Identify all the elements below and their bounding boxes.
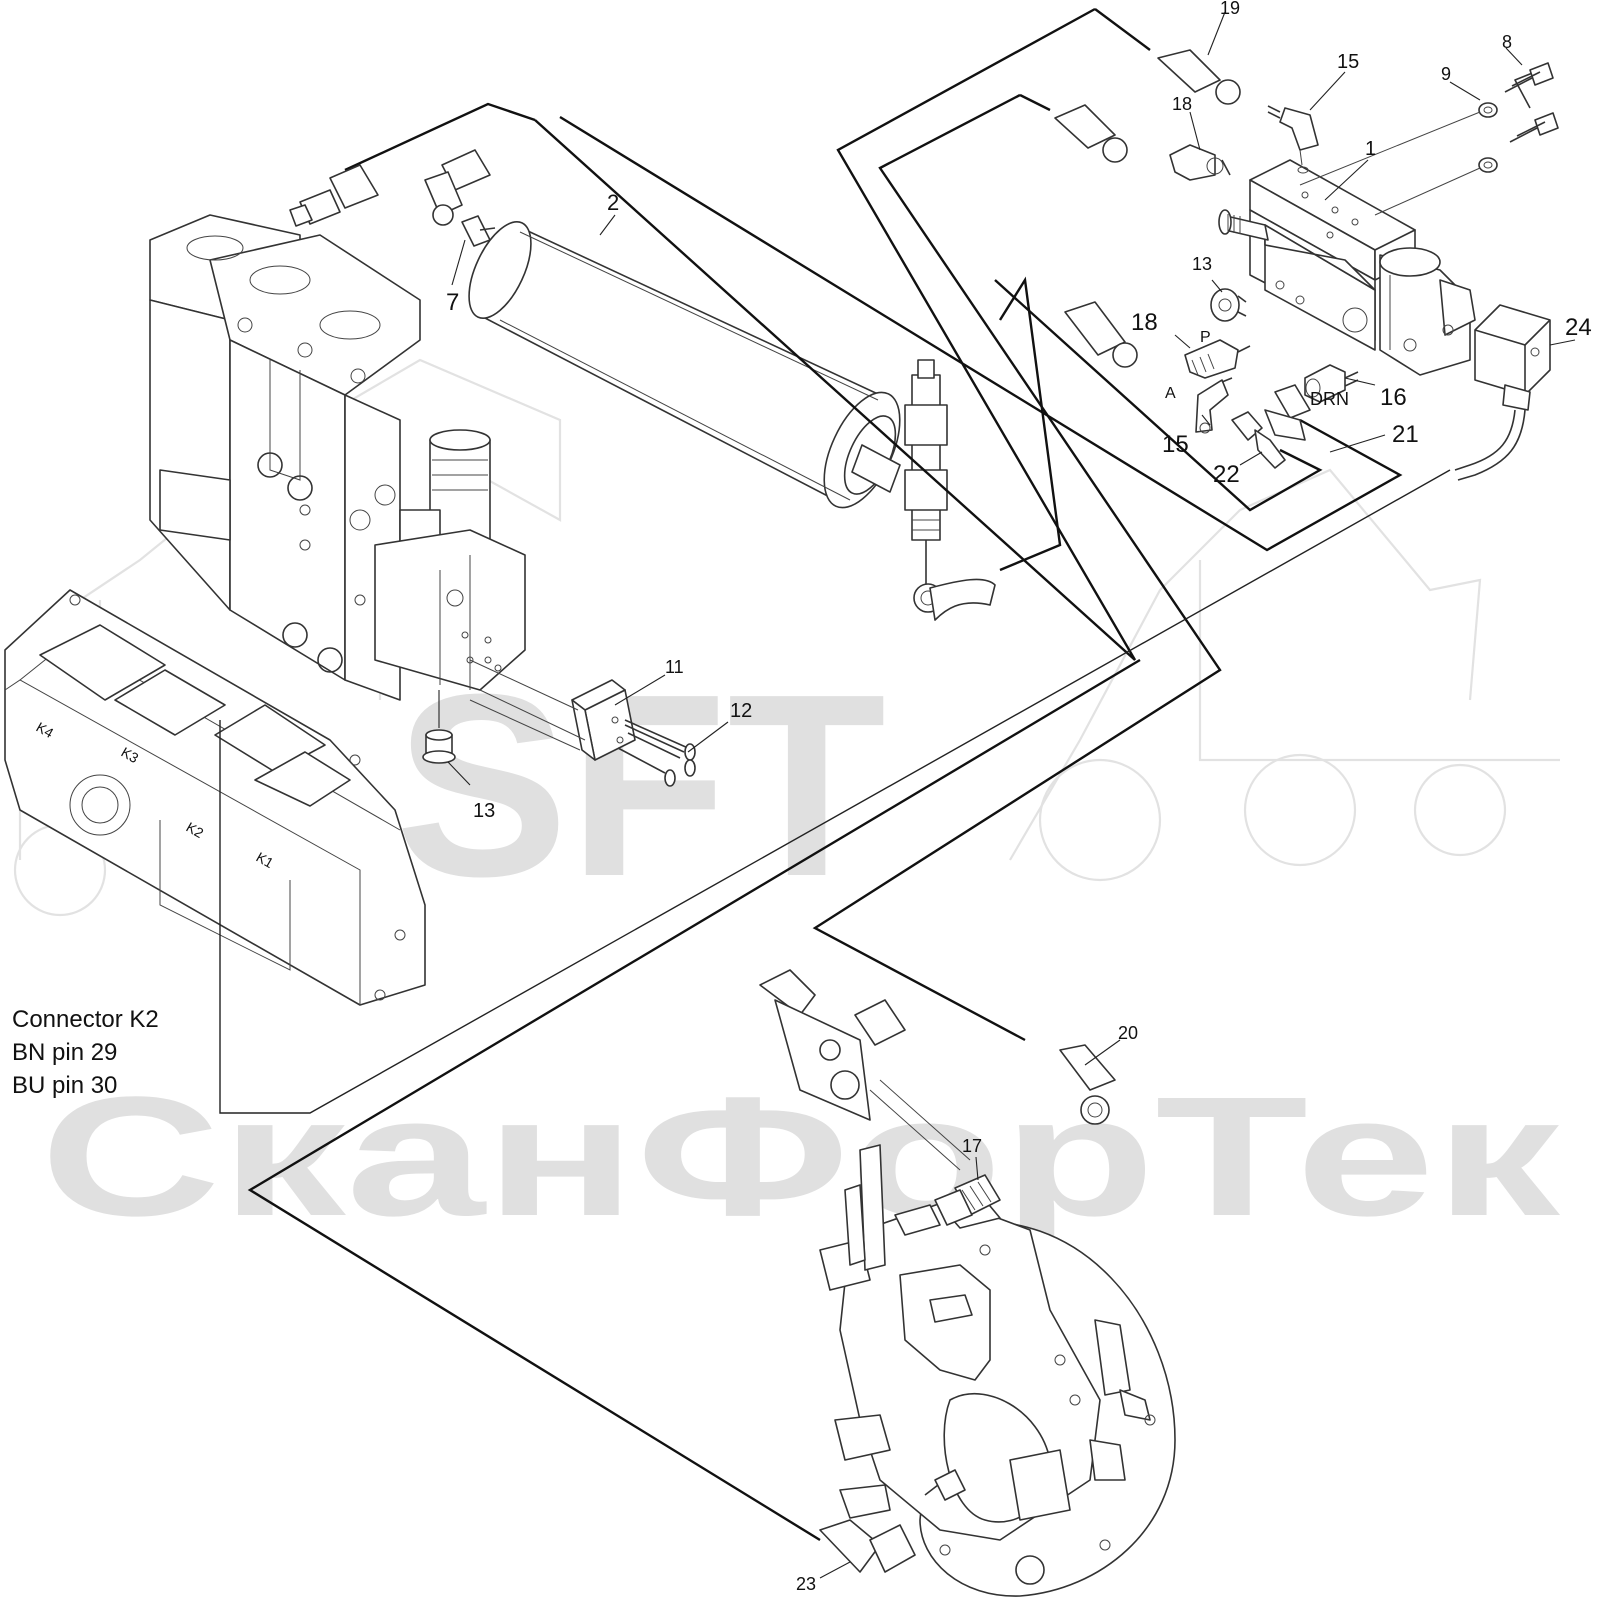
ecu-label-k1: K1 xyxy=(254,849,277,872)
callout-9: 9 xyxy=(1441,64,1451,84)
connector-note-line-1: Connector K2 xyxy=(12,1006,159,1033)
callout-23: 23 xyxy=(796,1574,816,1594)
fitting-7 xyxy=(451,215,496,286)
callout-2: 2 xyxy=(607,190,619,215)
watermark-brand-text: СканФорТек xyxy=(40,1062,1561,1252)
washers-9 xyxy=(1299,102,1498,216)
callout-11: 11 xyxy=(665,657,684,677)
fitting-16 xyxy=(1304,364,1359,403)
plug-13-right xyxy=(1210,288,1247,322)
callout-16: 16 xyxy=(1380,384,1407,411)
callout-7: 7 xyxy=(446,289,459,316)
watermark-tractor-icon xyxy=(1009,468,1560,882)
electrical-connector-24 xyxy=(1454,304,1551,481)
fitting-17 xyxy=(934,1174,1001,1226)
ecu-label-k2: K2 xyxy=(184,819,207,842)
callout-13-right: 13 xyxy=(1192,254,1212,274)
port-label-p: P xyxy=(1200,329,1211,346)
callout-19: 19 xyxy=(1220,0,1240,18)
hydraulic-control-block xyxy=(149,214,421,701)
fitting-22 xyxy=(1231,411,1286,469)
solenoid-valve-right xyxy=(1379,247,1476,376)
port-label-a: A xyxy=(1165,385,1176,402)
port-label-drn: DRN xyxy=(1310,389,1349,409)
callout-20: 20 xyxy=(1118,1023,1138,1043)
elbow-fitting-15-top xyxy=(1267,105,1319,174)
callout-leaders xyxy=(447,11,1576,1579)
connector-note: Connector K2 BN pin 29 BU pin 30 xyxy=(12,1003,159,1102)
callout-13-left: 13 xyxy=(473,800,495,822)
adapter-block-11 xyxy=(469,659,696,787)
plug-13-left xyxy=(422,690,456,764)
valve-block-1 xyxy=(1218,159,1416,351)
elbow-fitting-15-mid xyxy=(1195,377,1233,434)
callout-15-mid: 15 xyxy=(1162,431,1189,458)
accumulator-tank-2 xyxy=(468,220,901,509)
callout-18-mid: 18 xyxy=(1131,309,1158,336)
hose-assemblies xyxy=(219,7,1451,1573)
fitting-23-adapter xyxy=(924,1469,966,1501)
hydraulic-pump xyxy=(759,969,1176,1597)
callout-15-top: 15 xyxy=(1337,51,1359,73)
callout-21: 21 xyxy=(1392,421,1419,448)
connector-note-line-3: BU pin 30 xyxy=(12,1072,118,1099)
ecu-label-k3: K3 xyxy=(119,744,142,767)
ecu-label-k4: K4 xyxy=(34,719,57,742)
bolts-8 xyxy=(1504,62,1559,143)
callout-17: 17 xyxy=(962,1136,982,1156)
check-valve-tee xyxy=(904,359,996,621)
callout-22: 22 xyxy=(1213,461,1240,488)
control-unit-ecu: K4 K3 K2 K1 xyxy=(4,589,426,1006)
solenoid-valve-left xyxy=(374,429,526,691)
connector-note-line-2: BN pin 29 xyxy=(12,1039,118,1066)
elbow-fitting-18-mid xyxy=(1184,339,1251,379)
callout-18-top: 18 xyxy=(1172,94,1192,114)
elbow-fitting-18-top xyxy=(1169,144,1231,181)
callout-numbers: 19 15 8 9 18 1 2 7 13 18 P A DRN 24 16 1… xyxy=(446,0,1592,1594)
callout-24: 24 xyxy=(1565,314,1592,341)
callout-12: 12 xyxy=(730,700,752,722)
callout-8: 8 xyxy=(1502,32,1512,52)
callout-1: 1 xyxy=(1365,138,1376,160)
